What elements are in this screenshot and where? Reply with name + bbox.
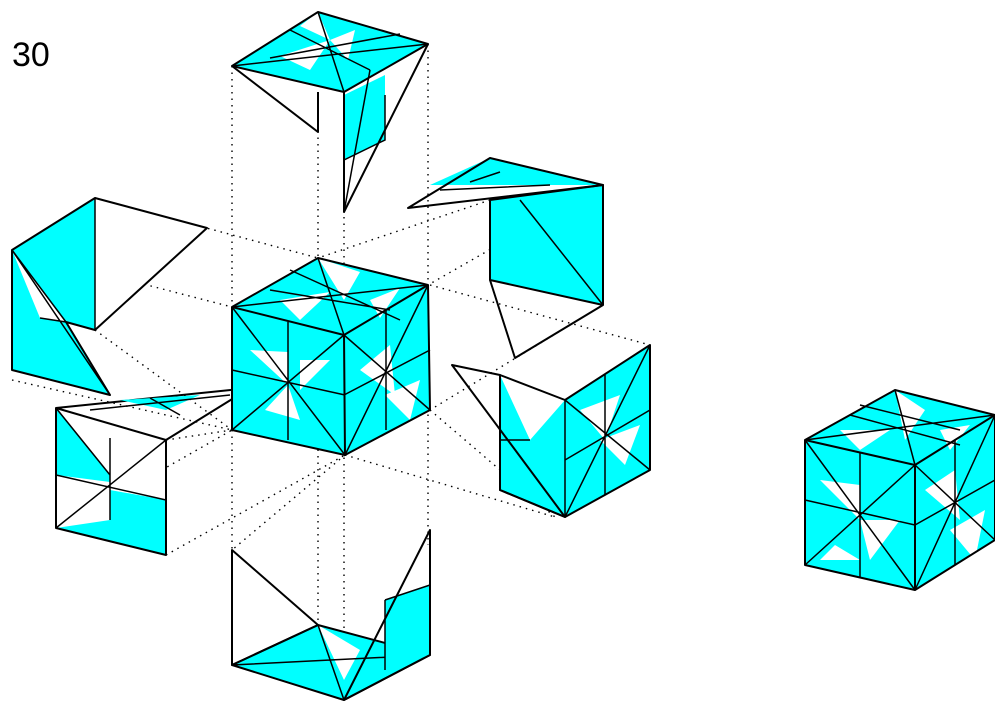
- left-face-piece: [12, 198, 207, 395]
- assembled-cube: [805, 390, 995, 590]
- right-bottom-face-piece: [452, 345, 650, 517]
- top-face-piece: [232, 12, 428, 212]
- bottom-face-piece: [232, 530, 430, 700]
- center-cube: [232, 258, 430, 455]
- bottom-left-face-piece: [56, 388, 250, 555]
- right-top-face-piece: [408, 158, 603, 358]
